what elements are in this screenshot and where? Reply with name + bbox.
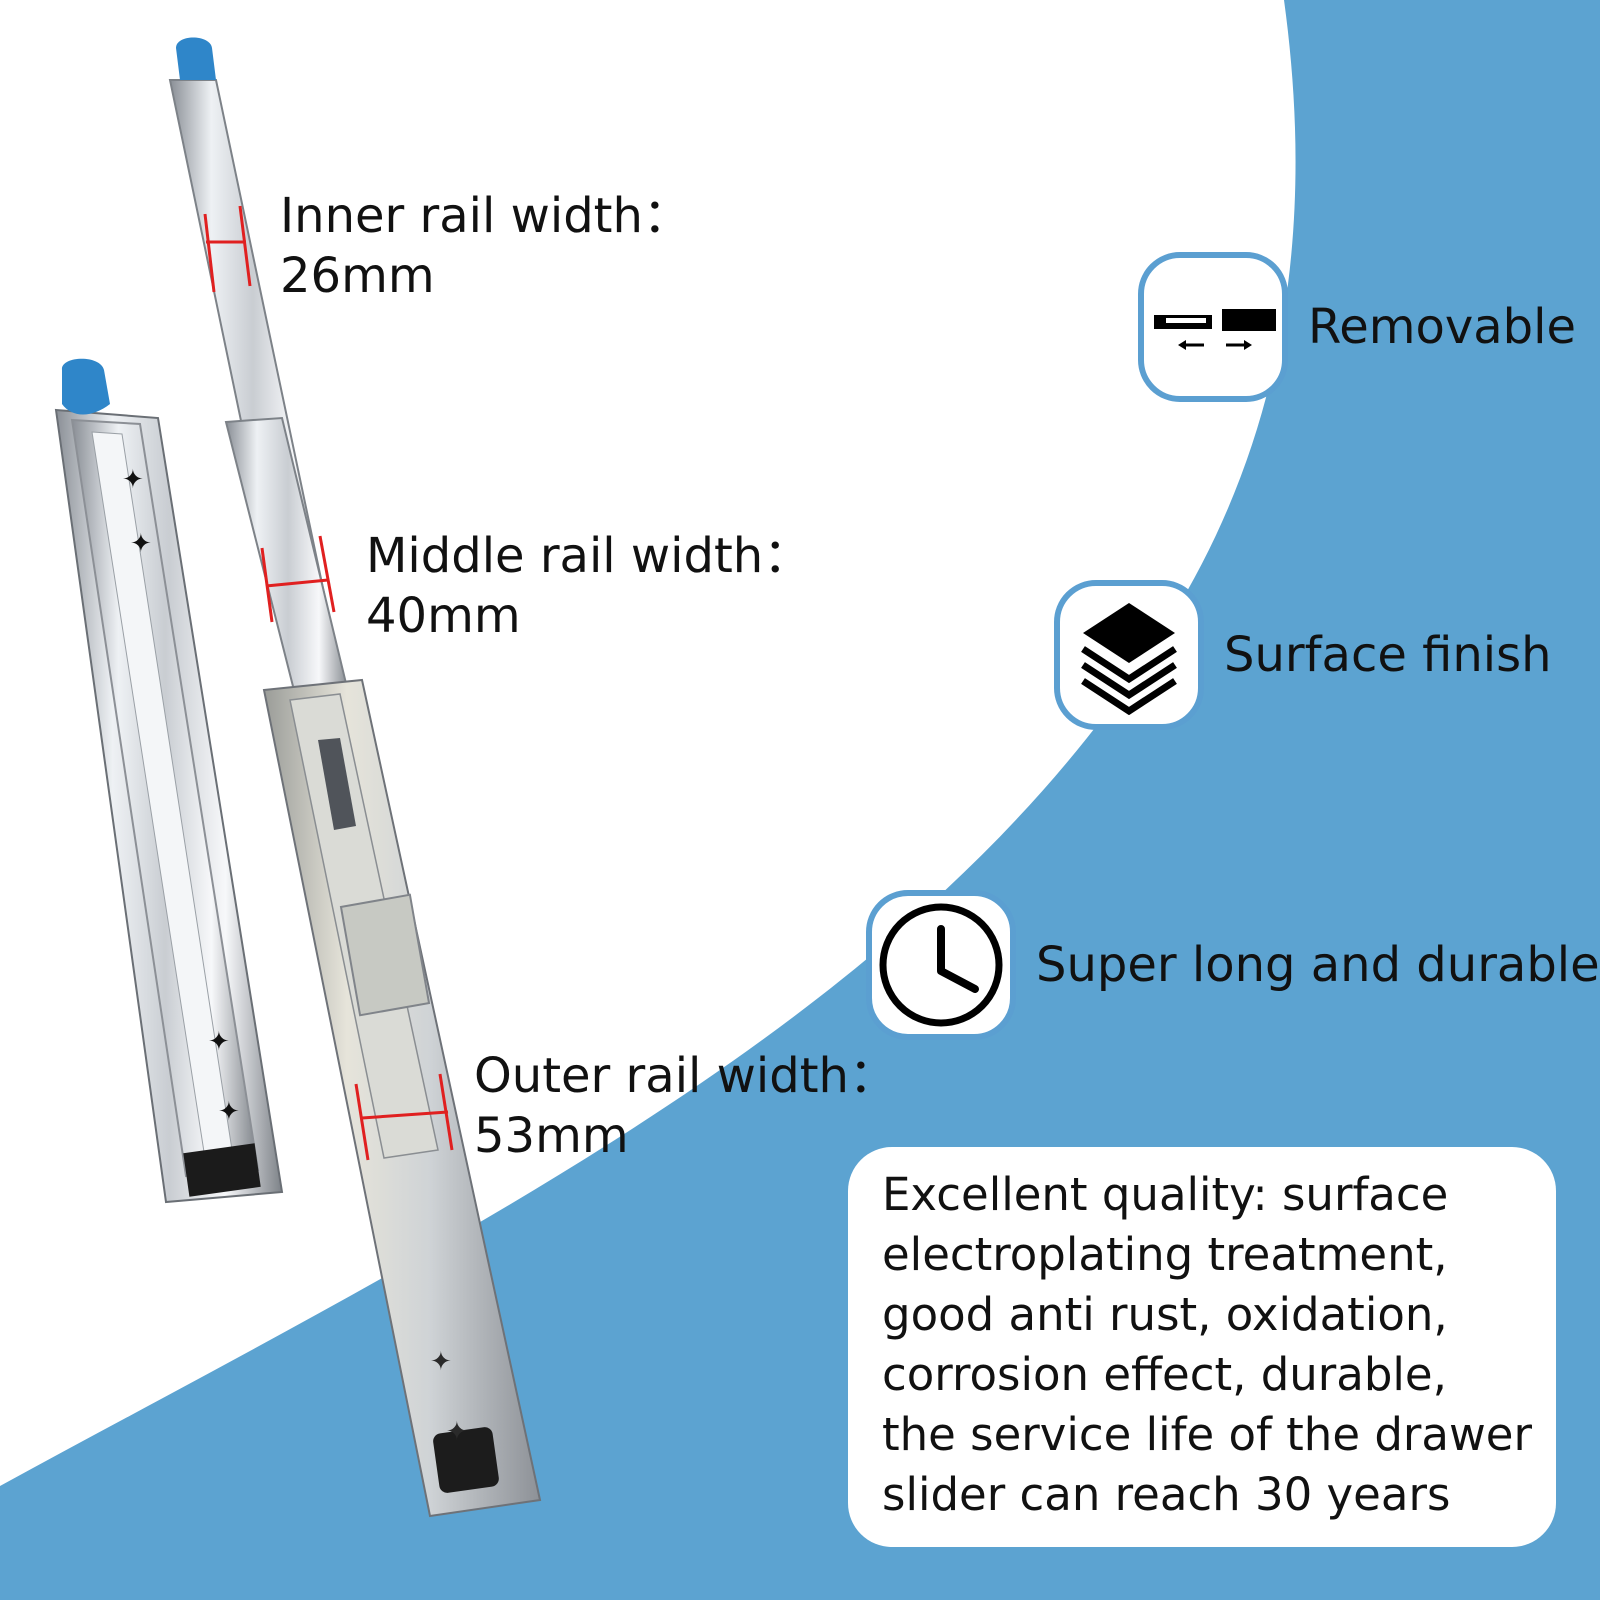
quality-description-box: Excellent quality: surface electroplatin… [848, 1147, 1556, 1547]
feature-label-surface-finish: Surface finish [1224, 627, 1552, 683]
clock-icon [866, 890, 1016, 1040]
feature-label-durable: Super long and durable [1036, 937, 1600, 993]
quality-line: good anti rust, oxidation, [882, 1288, 1448, 1341]
rail-hole: ✦ [130, 529, 152, 559]
layers-icon [1054, 580, 1204, 730]
middle-rail [224, 416, 352, 708]
quality-line: Excellent quality: surface [882, 1168, 1449, 1221]
middle-rail-width-text: Middle rail width： [366, 528, 812, 584]
inner-measure-mark [203, 205, 252, 293]
feature-label-removable: Removable [1308, 299, 1577, 355]
rail-hole: ✦ [208, 1027, 230, 1057]
quality-line: slider can reach 30 years [882, 1468, 1451, 1521]
outer-rail-label: Outer rail width： 53mm [474, 1046, 897, 1166]
rail-hole: ✦ [122, 465, 144, 495]
outer-measure-mark [354, 1073, 454, 1161]
svg-text:✦: ✦ [446, 1417, 468, 1447]
inner-rail-width-value: 26mm [280, 248, 435, 304]
inner-rail-width-text: Inner rail width： [280, 188, 691, 244]
outer-rail-width-text: Outer rail width： [474, 1048, 897, 1104]
quality-line: corrosion effect, durable, [882, 1348, 1447, 1401]
quality-line: the service life of the drawer [882, 1408, 1532, 1461]
left-rail: ✦ ✦ ✦ ✦ [54, 358, 284, 1204]
removable-icon [1138, 252, 1288, 402]
feature-removable: Removable [1138, 252, 1576, 402]
middle-rail-width-value: 40mm [366, 588, 521, 644]
outer-rail-width-value: 53mm [474, 1108, 629, 1164]
feature-surface-finish: Surface finish [1054, 580, 1552, 730]
svg-text:✦: ✦ [430, 1347, 452, 1377]
outer-rail: ✦ ✦ [262, 678, 542, 1518]
feature-durable: Super long and durable [866, 890, 1600, 1040]
inner-rail-label: Inner rail width： 26mm [280, 186, 691, 306]
quality-line: electroplating treatment, [882, 1228, 1448, 1281]
rail-hole: ✦ [218, 1097, 240, 1127]
middle-rail-label: Middle rail width： 40mm [366, 526, 811, 646]
middle-measure-mark [260, 535, 336, 623]
